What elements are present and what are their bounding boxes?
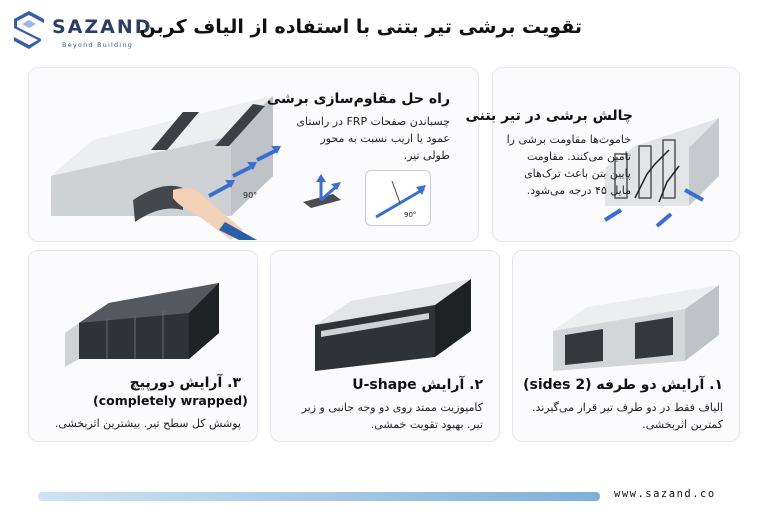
method-1-text: الیاف فقط در دو طرف تیر قرار می‌گیرند. ک…: [531, 401, 723, 431]
page-title: تقویت برشی تیر بتنی با استفاده از الیاف …: [139, 16, 582, 38]
method-3-subheading: (completely wrapped): [93, 393, 248, 408]
cracked-beam-cage-icon: [603, 118, 719, 228]
solution-heading: راه حل مقاوم‌سازی برشی: [266, 91, 450, 107]
two-sides-beam-icon: [553, 285, 719, 371]
method-card-u-shape: ۲. آرایش U-shape کامپوزیت ممتد روی دو وج…: [270, 250, 500, 442]
challenge-text: خاموت‌ها مقاومت برشی را تامین می‌کنند. م…: [506, 133, 631, 197]
solution-text: چسباندن صفحات FRP در راستای عمود یا اریب…: [296, 115, 450, 162]
footer-bar: [38, 492, 600, 501]
method-3-text: پوشش کل سطح تیر. بیشترین اثربخشی.: [54, 417, 241, 430]
strip-angle-diagram: [303, 174, 341, 208]
u-shape-beam-icon: [315, 279, 471, 371]
solution-card: 90° 90° راه حل مقاوم‌سازی برشی چسباندن ص…: [28, 67, 479, 242]
arrow-icon: [208, 182, 232, 198]
method-2-text: کامپوزیت ممتد روی دو وجه جانبی و زیر تیر…: [301, 401, 483, 431]
angle-detail-box: 90°: [365, 170, 431, 226]
website-link[interactable]: www.sazand.co: [614, 488, 716, 500]
challenge-card: چالش برشی در تیر بتنی خاموت‌ها مقاومت بر…: [465, 67, 740, 242]
angle-detail-icon: 90°: [375, 180, 426, 219]
method-card-two-sides: ۱. آرایش دو طرفه (2 sides) الیاف فقط در …: [512, 250, 740, 442]
beam-wrapping-illustration: 90°: [51, 96, 281, 240]
sazand-logo-icon: [14, 11, 44, 49]
wrapped-beam-icon: [65, 283, 219, 367]
angle-label-1: 90°: [243, 191, 257, 200]
brand-tagline: Beyond Building: [62, 41, 133, 49]
method-2-heading: ۲. آرایش U-shape: [352, 377, 483, 393]
angle-label-2: 90°: [404, 211, 416, 219]
challenge-heading: چالش برشی در تیر بتنی: [465, 108, 633, 124]
brand-name: SAZAND: [52, 16, 153, 38]
method-1-heading: ۱. آرایش دو طرفه (2 sides): [523, 377, 723, 393]
method-3-heading: ۳. آرایش دورپیچ: [129, 375, 241, 391]
method-card-wrapped: ۳. آرایش دورپیچ (completely wrapped) پوش…: [28, 250, 258, 442]
brand-logo: SAZAND Beyond Building: [12, 10, 152, 50]
